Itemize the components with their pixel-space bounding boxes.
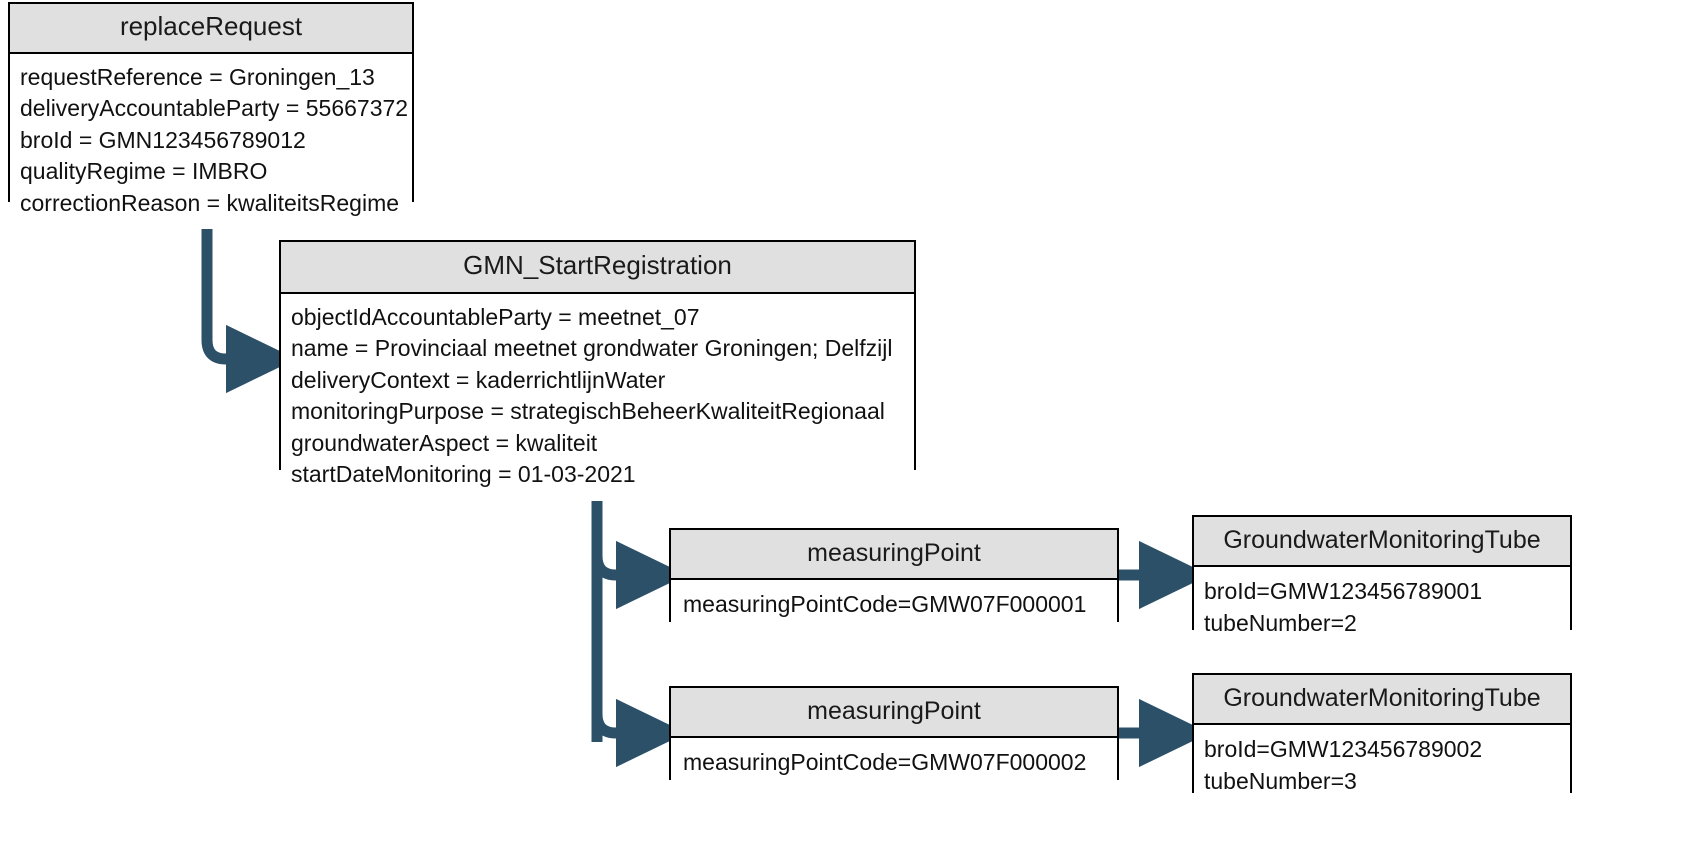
attribute-tube-number: tubeNumber=3: [1204, 767, 1357, 794]
attribute-request-reference: requestReference = Groningen_13: [20, 63, 375, 90]
node-groundwater-monitoring-tube-1[interactable]: GroundwaterMonitoringTube broId=GMW12345…: [1192, 515, 1572, 650]
attribute-delivery-accountable-party: deliveryAccountableParty = 55667372: [20, 95, 409, 121]
node-gmn-start-registration-header: GMN_StartRegistration: [281, 242, 914, 294]
attribute-groundwater-aspect: groundwaterAspect = kwaliteit: [291, 429, 598, 456]
node-replace-request[interactable]: replaceRequest requestReference = Gronin…: [8, 2, 414, 229]
attribute-correction-reason: correctionReason = kwaliteitsRegime: [20, 189, 400, 216]
node-groundwater-monitoring-tube-1-header: GroundwaterMonitoringTube: [1194, 517, 1570, 568]
attribute-measuring-point-code: measuringPointCode=GMW07F000001: [683, 591, 1087, 618]
node-gmn-start-registration-body: objectIdAccountableParty = meetnet_07 na…: [281, 293, 914, 501]
node-measuring-point-1-body: measuringPointCode=GMW07F000001: [671, 580, 1117, 631]
node-measuring-point-1[interactable]: measuringPoint measuringPointCode=GMW07F…: [669, 528, 1119, 631]
attribute-quality-regime: qualityRegime = IMBRO: [20, 158, 268, 184]
attribute-monitoring-purpose: monitoringPurpose = strategischBeheerKwa…: [291, 398, 885, 424]
attribute-name: name = Provinciaal meetnet grondwater Gr…: [291, 335, 893, 361]
attribute-delivery-context: deliveryContext = kaderrichtlijnWater: [291, 366, 666, 393]
node-groundwater-monitoring-tube-2-header: GroundwaterMonitoringTube: [1194, 675, 1570, 726]
attribute-measuring-point-code: measuringPointCode=GMW07F000002: [683, 749, 1087, 776]
node-measuring-point-2[interactable]: measuringPoint measuringPointCode=GMW07F…: [669, 686, 1119, 789]
node-measuring-point-2-body: measuringPointCode=GMW07F000002: [671, 738, 1117, 789]
connector-gmn-start-to-measuring-point-2: [591, 698, 687, 768]
attribute-start-date-monitoring: startDateMonitoring = 01-03-2021: [291, 461, 636, 487]
node-replace-request-body: requestReference = Groningen_13 delivery…: [10, 53, 412, 229]
node-gmn-start-registration[interactable]: GMN_StartRegistration objectIdAccountabl…: [279, 240, 916, 501]
attribute-bro-id: broId=GMW123456789002: [1204, 736, 1483, 763]
attribute-bro-id: broId=GMW123456789001: [1204, 578, 1483, 605]
connector-gmn-start-to-measuring-point-1: [591, 540, 687, 610]
node-groundwater-monitoring-tube-1-body: broId=GMW123456789001 tubeNumber=2: [1194, 567, 1570, 650]
attribute-bro-id: broId = GMN123456789012: [20, 126, 306, 153]
attribute-tube-number: tubeNumber=2: [1204, 609, 1357, 636]
node-groundwater-monitoring-tube-2-body: broId=GMW123456789002 tubeNumber=3: [1194, 725, 1570, 808]
node-replace-request-header: replaceRequest: [10, 4, 412, 54]
node-groundwater-monitoring-tube-2[interactable]: GroundwaterMonitoringTube broId=GMW12345…: [1192, 673, 1572, 808]
attribute-object-id-accountable-party: objectIdAccountableParty = meetnet_07: [291, 303, 700, 330]
node-measuring-point-2-header: measuringPoint: [671, 688, 1117, 739]
node-measuring-point-1-header: measuringPoint: [671, 530, 1117, 581]
